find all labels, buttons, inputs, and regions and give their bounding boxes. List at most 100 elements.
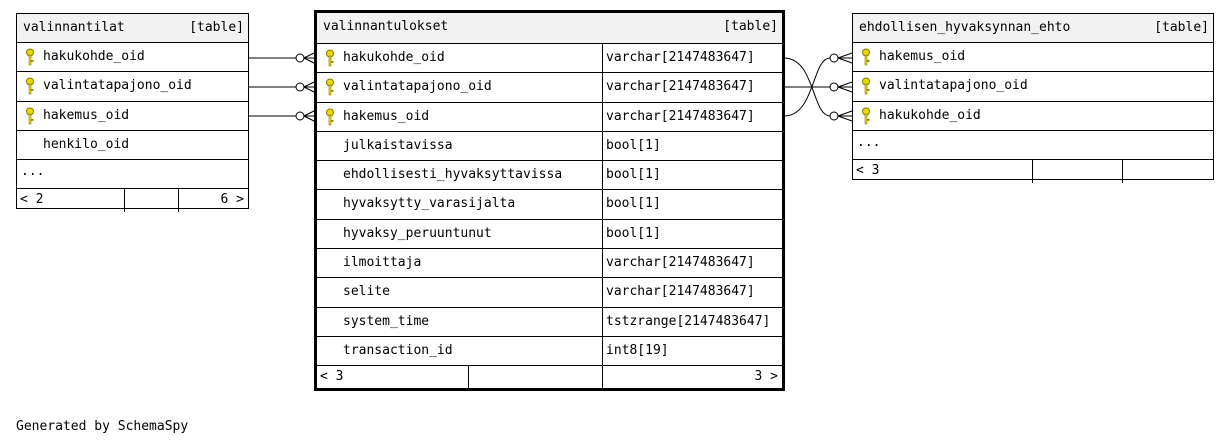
column-divider bbox=[602, 131, 603, 161]
column-divider bbox=[602, 190, 603, 219]
table-header: valinnantulokset [table] bbox=[317, 13, 782, 44]
table-footer: < 3 3 > bbox=[317, 366, 782, 391]
column-name: hakemus_oid bbox=[343, 108, 430, 124]
column-type: int8[19] bbox=[606, 342, 669, 358]
column-type: varchar[2147483647] bbox=[606, 50, 755, 65]
table-header: ehdollisen_hyvaksynnan_ehto [table] bbox=[853, 14, 1213, 43]
footer-divider bbox=[602, 366, 603, 391]
column-name: hakukohde_oid bbox=[343, 50, 445, 65]
column-name: hyvaksytty_varasijalta bbox=[343, 196, 516, 212]
relation-hakemus_oid bbox=[248, 110, 315, 122]
column-type: varchar[2147483647] bbox=[606, 108, 755, 124]
relation-ehto-hakemus_oid bbox=[783, 52, 853, 117]
column-name: transaction_id bbox=[343, 342, 453, 358]
column-name: valintatapajono_oid bbox=[43, 78, 192, 94]
children-count[interactable]: 6 > bbox=[220, 192, 244, 208]
column-row[interactable]: system_time tstzrange[2147483647] bbox=[317, 307, 782, 337]
relation-valintatapajono_oid bbox=[248, 81, 315, 93]
key-icon bbox=[862, 77, 870, 95]
column-divider bbox=[602, 161, 603, 190]
relation-ehto-valintatapajono_oid bbox=[784, 81, 853, 93]
column-name: hakukohde_oid bbox=[879, 107, 981, 123]
column-row[interactable]: transaction_id int8[19] bbox=[317, 336, 782, 367]
column-row[interactable]: hyvaksy_peruuntunut bool[1] bbox=[317, 219, 782, 250]
footer-divider bbox=[178, 189, 179, 213]
column-row[interactable]: julkaistavissa bool[1] bbox=[317, 131, 782, 162]
column-divider bbox=[602, 278, 603, 307]
more-columns-ellipsis: ... bbox=[853, 131, 1213, 160]
table-valinnantilat[interactable]: valinnantilat [table] hakukohde_oid vali… bbox=[16, 13, 249, 213]
table-footer: < 3 bbox=[853, 159, 1213, 183]
column-name: hyvaksy_peruuntunut bbox=[343, 225, 492, 241]
column-name: henkilo_oid bbox=[43, 136, 130, 152]
table-ehdollisen_hyvaksynnan_ehto[interactable]: ehdollisen_hyvaksynnan_ehto [table] hake… bbox=[852, 13, 1214, 183]
column-row[interactable]: hakemus_oid bbox=[17, 102, 248, 131]
column-row[interactable]: selite varchar[2147483647] bbox=[317, 278, 782, 308]
column-row[interactable]: valintatapajono_oid varchar[2147483647] bbox=[317, 73, 782, 103]
key-icon bbox=[862, 48, 870, 66]
column-name: selite bbox=[343, 284, 390, 300]
column-name: julkaistavissa bbox=[343, 137, 453, 153]
table-kind: [table] bbox=[1154, 20, 1209, 35]
column-type: varchar[2147483647] bbox=[606, 284, 755, 300]
key-icon bbox=[326, 49, 334, 67]
footer-divider bbox=[468, 366, 469, 391]
table-footer: < 2 6 > bbox=[17, 189, 248, 213]
column-divider bbox=[602, 249, 603, 278]
key-icon bbox=[26, 77, 34, 95]
column-row[interactable]: hakukohde_oid varchar[2147483647] bbox=[317, 44, 782, 74]
column-divider bbox=[602, 44, 603, 73]
column-divider bbox=[602, 219, 603, 249]
relation-ehto-hakukohde_oid bbox=[783, 57, 853, 122]
table-name: ehdollisen_hyvaksynnan_ehto bbox=[859, 20, 1071, 35]
column-row[interactable]: ehdollisesti_hyvaksyttavissa bool[1] bbox=[317, 161, 782, 191]
relation-hakukohde_oid bbox=[248, 52, 315, 64]
column-name: hakemus_oid bbox=[43, 107, 130, 123]
footer-divider bbox=[124, 189, 125, 213]
column-name: hakukohde_oid bbox=[43, 49, 145, 64]
parents-count[interactable]: < 2 bbox=[20, 192, 44, 208]
column-row[interactable]: valintatapajono_oid bbox=[17, 72, 248, 102]
column-row[interactable]: hakemus_oid varchar[2147483647] bbox=[317, 102, 782, 132]
more-columns-ellipsis: ... bbox=[17, 160, 248, 190]
column-type: bool[1] bbox=[606, 196, 661, 212]
column-type: varchar[2147483647] bbox=[606, 255, 755, 271]
column-divider bbox=[602, 102, 603, 131]
column-row[interactable]: henkilo_oid bbox=[17, 131, 248, 161]
column-divider bbox=[602, 307, 603, 336]
generated-by-note: Generated by SchemaSpy bbox=[16, 419, 189, 434]
footer-divider bbox=[1032, 159, 1033, 183]
column-type: bool[1] bbox=[606, 137, 661, 153]
table-valinnantulokset[interactable]: valinnantulokset [table] hakukohde_oid v… bbox=[314, 10, 785, 391]
column-name: system_time bbox=[343, 313, 430, 329]
footer-divider bbox=[1122, 159, 1123, 183]
column-row[interactable]: hakukohde_oid bbox=[17, 43, 248, 73]
children-count[interactable]: 3 > bbox=[754, 369, 778, 385]
key-icon bbox=[326, 108, 334, 125]
column-name: ilmoittaja bbox=[343, 255, 422, 271]
table-kind: [table] bbox=[723, 19, 778, 34]
column-name: hakemus_oid bbox=[879, 49, 966, 64]
table-name: valinnantulokset bbox=[323, 19, 449, 34]
key-icon bbox=[862, 107, 870, 124]
column-type: bool[1] bbox=[606, 225, 661, 241]
parents-count[interactable]: < 3 bbox=[320, 369, 344, 385]
table-header: valinnantilat [table] bbox=[17, 14, 248, 43]
column-row[interactable]: hyvaksytty_varasijalta bool[1] bbox=[317, 190, 782, 220]
column-divider bbox=[602, 336, 603, 366]
column-type: tstzrange[2147483647] bbox=[606, 313, 771, 329]
table-kind: [table] bbox=[189, 20, 244, 35]
column-type: bool[1] bbox=[606, 167, 661, 183]
parents-count[interactable]: < 3 bbox=[856, 162, 880, 178]
column-row[interactable]: valintatapajono_oid bbox=[853, 72, 1213, 102]
column-row[interactable]: hakemus_oid bbox=[853, 43, 1213, 73]
column-row[interactable]: ilmoittaja varchar[2147483647] bbox=[317, 249, 782, 279]
table-name: valinnantilat bbox=[23, 20, 125, 35]
key-icon bbox=[326, 78, 334, 96]
column-name: ehdollisesti_hyvaksyttavissa bbox=[343, 167, 563, 183]
column-name: valintatapajono_oid bbox=[879, 78, 1028, 94]
column-row[interactable]: hakukohde_oid bbox=[853, 102, 1213, 131]
column-name: valintatapajono_oid bbox=[343, 79, 492, 95]
column-type: varchar[2147483647] bbox=[606, 79, 755, 95]
